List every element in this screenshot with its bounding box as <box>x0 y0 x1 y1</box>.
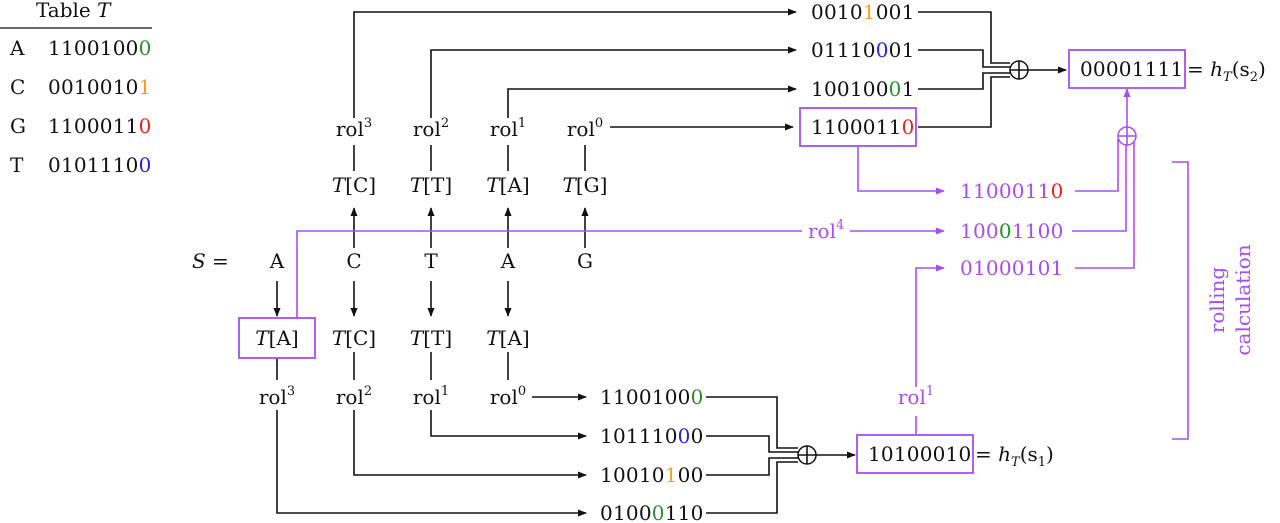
table-row-code: 01011100 <box>48 153 152 177</box>
binary-value: 01000110 <box>600 501 704 523</box>
binary-value: 11000110 <box>811 115 915 139</box>
top-results: 00101001 01110001 10010001 11000110 <box>799 0 917 147</box>
lookup-label: T[C] <box>332 326 376 350</box>
highlight-box <box>1068 49 1186 89</box>
binary-value: 10111000 <box>600 424 704 448</box>
binary-value: 10001100 <box>960 219 1064 243</box>
binary-value: 11001000 <box>600 385 704 409</box>
sequence-char: T <box>424 249 438 273</box>
rol-label: rol4 <box>808 218 844 243</box>
sequence-char: G <box>577 249 593 273</box>
rolling-label-line: rolling <box>1205 267 1229 334</box>
table-row-code: 11000110 <box>48 114 152 138</box>
rolling-values: 11000110 10001100 01000101 rol4 rol1 <box>808 179 1064 409</box>
rol-label: rol1 <box>413 384 449 409</box>
lookup-label: T[G] <box>563 173 608 197</box>
binary-value: 01110001 <box>811 38 915 62</box>
rol-label: rol3 <box>336 116 372 141</box>
lookup-label: T[T] <box>410 173 452 197</box>
rolling-connectors <box>296 88 1189 440</box>
table-row-letter: C <box>10 75 25 99</box>
sequence-char: A <box>500 249 516 273</box>
table-row-code: 00100101 <box>48 75 152 99</box>
rolling-label-line: calculation <box>1231 244 1255 355</box>
rolling-bracket <box>1172 161 1189 440</box>
lookup-label: T[T] <box>410 326 452 350</box>
rol-label: rol1 <box>898 384 934 409</box>
binary-value: 10010001 <box>811 77 915 101</box>
highlight-box <box>238 317 316 359</box>
highlight-box <box>856 434 974 474</box>
bottom-results: 11001000 10111000 10010100 01000110 <box>600 385 704 523</box>
hash-s1: 10100010 = hT(s1) <box>856 434 1054 474</box>
rol-label: rol1 <box>490 116 526 141</box>
rol-label: rol3 <box>259 384 295 409</box>
top-connectors <box>350 8 1067 248</box>
hash-label: = hT(s1) <box>975 442 1054 470</box>
sequence-char: C <box>346 249 361 273</box>
top-lookups: T[C] T[T] T[A] T[G] rol3 rol2 rol1 rol0 <box>332 116 608 197</box>
binary-value: 10010100 <box>600 463 704 487</box>
hash-value: 00001111 <box>1080 57 1183 81</box>
rolling-calculation-label: rolling calculation <box>1205 244 1255 355</box>
lookup-label: T[A] <box>255 326 298 350</box>
rol-label: rol0 <box>567 116 603 141</box>
hash-label: = hT(s2) <box>1187 57 1266 85</box>
rol-label: rol2 <box>336 384 372 409</box>
table-row-letter: A <box>9 36 25 60</box>
lookup-label: T[C] <box>332 173 376 197</box>
table-row-letter: T <box>10 153 24 177</box>
lookup-label: T[A] <box>486 173 529 197</box>
table-row-code: 11001000 <box>48 36 152 60</box>
sequence: S = A C T A G <box>192 249 593 273</box>
lookup-label: T[A] <box>486 326 529 350</box>
binary-value: 01000101 <box>960 256 1064 280</box>
hash-s2: 00001111 = hT(s2) <box>1068 49 1266 89</box>
bottom-lookups: T[A] T[C] T[T] T[A] rol3 rol2 rol1 rol0 <box>238 317 530 409</box>
sequence-label: S = <box>192 249 229 273</box>
sequence-char: A <box>269 249 285 273</box>
binary-value: 00101001 <box>811 0 915 24</box>
rol-label: rol0 <box>490 384 526 409</box>
lookup-table: Table T A C G T 11001000 00100101 110001… <box>0 0 152 177</box>
rol-label: rol2 <box>413 116 449 141</box>
highlight-box <box>799 107 917 147</box>
table-title: Table T <box>36 0 112 22</box>
bottom-connectors <box>273 281 856 517</box>
table-row-letter: G <box>10 114 26 138</box>
binary-value: 11000110 <box>960 179 1064 203</box>
hash-value: 10100010 <box>868 442 971 466</box>
